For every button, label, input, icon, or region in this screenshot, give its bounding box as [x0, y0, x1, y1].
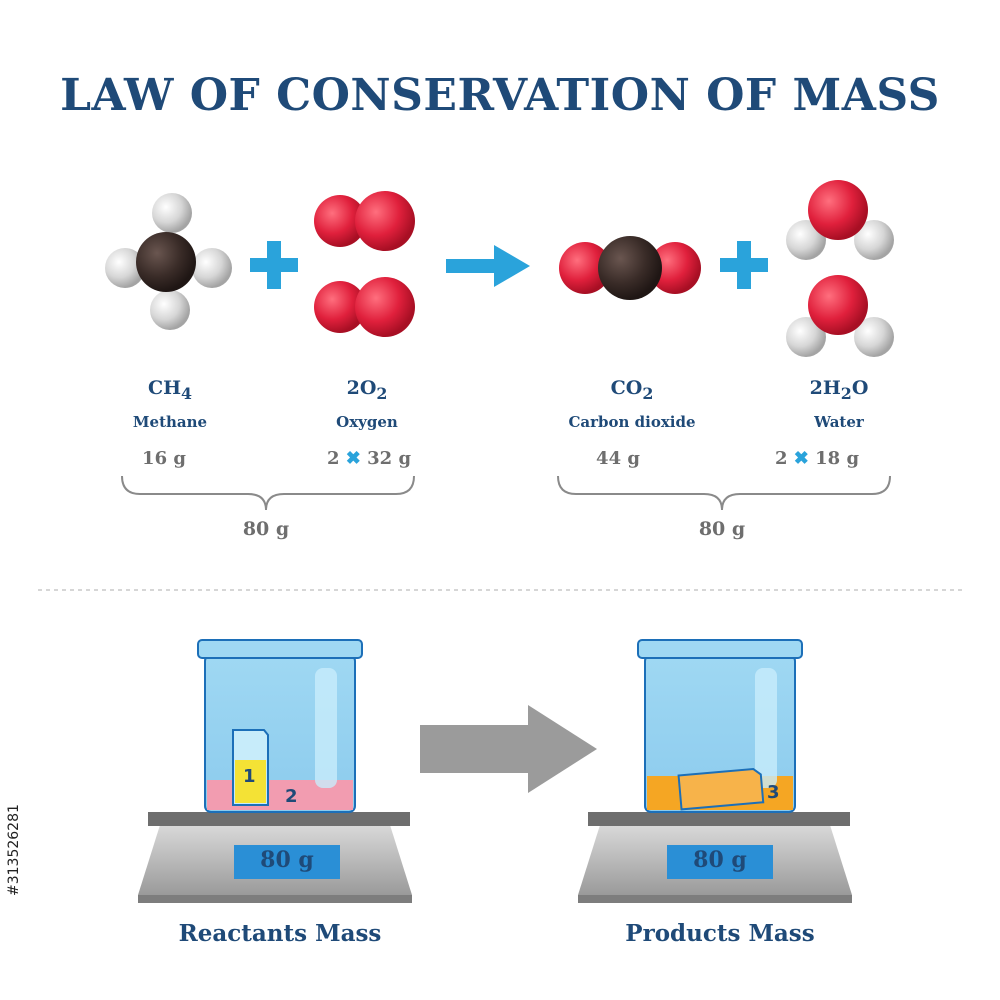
reactants-beaker: [197, 639, 363, 813]
methane-label: CH4 Methane: [70, 377, 270, 431]
carbon-dioxide-name: Carbon dioxide: [568, 412, 696, 431]
products-caption: Products Mass: [625, 920, 815, 947]
products-beaker: [637, 639, 803, 813]
badge-3: 3: [767, 782, 780, 803]
plus-icon: [250, 241, 298, 289]
oxygen-label: 2O2 Oxygen: [267, 377, 467, 431]
oxygen-name: Oxygen: [336, 412, 398, 431]
water-name: Water: [814, 412, 864, 431]
oxygen-molecules: [314, 191, 415, 337]
reactants-brace: [121, 475, 415, 511]
badge-1: 1: [243, 766, 256, 787]
products-total: 80 g: [698, 518, 746, 540]
reactants-total: 80 g: [242, 518, 290, 540]
water-label: 2H2O Water: [739, 377, 939, 431]
methane-molecule: [105, 193, 232, 330]
products-scale-readout: 80 g: [693, 847, 747, 873]
page-title: LAW OF CONSERVATION OF MASS: [60, 70, 940, 121]
stock-id-text: #313526281: [6, 804, 22, 896]
plus-icon: [720, 241, 768, 289]
reactants-caption: Reactants Mass: [178, 920, 382, 947]
multiply-icon: ✖: [793, 448, 809, 469]
water-molecules: [786, 180, 894, 357]
carbon-dioxide-mass: 44 g: [596, 448, 640, 469]
methane-name: Methane: [132, 412, 208, 431]
reactants-scale: [138, 812, 412, 903]
carbon-dioxide-formula: CO2: [610, 377, 654, 403]
multiply-icon: ✖: [345, 448, 361, 469]
oxygen-formula: 2O2: [346, 377, 388, 403]
products-scale: [578, 812, 852, 903]
carbon-dioxide-label: CO2 Carbon dioxide: [532, 377, 732, 431]
badge-2: 2: [285, 786, 298, 807]
carbon-dioxide-molecule: [559, 236, 701, 300]
reactants-scale-readout: 80 g: [260, 847, 314, 873]
water-formula: 2H2O: [809, 377, 869, 403]
methane-mass: 16 g: [142, 448, 186, 469]
transition-arrow: [420, 705, 597, 793]
reaction-arrow: [446, 245, 530, 287]
oxygen-mass: 2 ✖ 32 g: [326, 448, 412, 469]
products-brace: [557, 475, 891, 511]
water-mass: 2 ✖ 18 g: [774, 448, 860, 469]
methane-formula: CH4: [147, 377, 193, 403]
